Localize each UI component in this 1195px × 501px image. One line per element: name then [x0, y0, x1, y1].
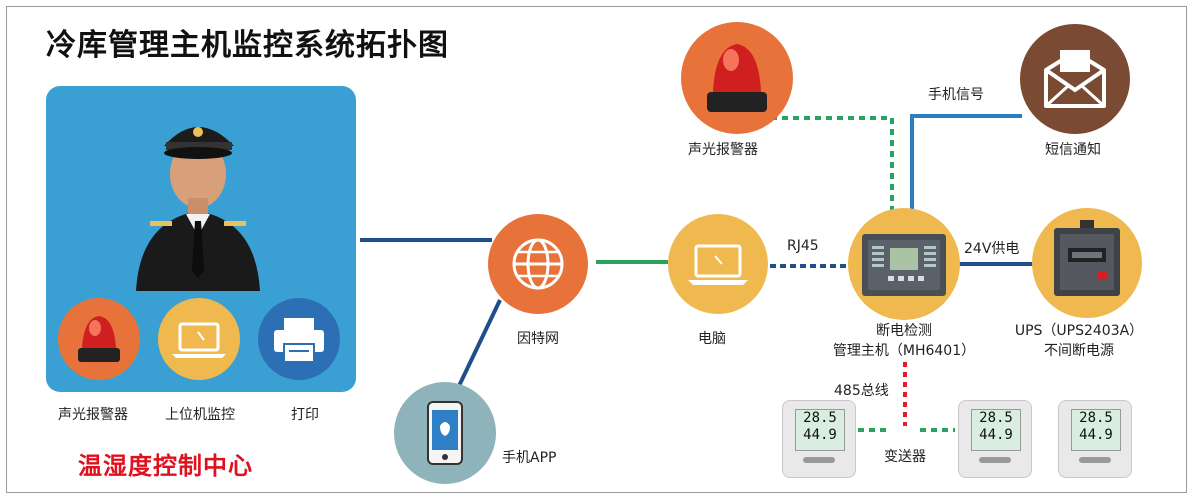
- smartphone-icon: [427, 401, 463, 465]
- panel-label-alarm: 声光报警器: [58, 407, 128, 423]
- ups-device-icon: [1054, 220, 1120, 296]
- sms-label: 短信通知: [1045, 142, 1101, 158]
- sensor-3: 28.5 44.9: [1058, 400, 1132, 478]
- sensor-2: 28.5 44.9: [958, 400, 1032, 478]
- panel-monitor-circle: [158, 298, 240, 380]
- globe-icon: [512, 238, 564, 290]
- laptop-icon: [688, 244, 748, 285]
- computer-node: [668, 214, 768, 314]
- control-center-caption: 温湿度控制中心: [78, 452, 253, 480]
- control-center-panel: [46, 86, 356, 392]
- sensor-humidity: 44.9: [979, 427, 1013, 443]
- mobile-app-label: 手机APP: [502, 450, 557, 466]
- host-label-line1: 断电检测: [876, 323, 932, 339]
- transmitter-label: 变送器: [884, 449, 926, 465]
- phone-signal-label: 手机信号: [928, 87, 984, 103]
- sensor-temp: 28.5: [803, 410, 837, 426]
- computer-label: 电脑: [698, 331, 726, 347]
- laptop-icon: [172, 322, 226, 358]
- mobile-app-node: [394, 382, 496, 484]
- link-alarm: [760, 116, 894, 212]
- ups-label-line1: UPS（UPS2403A）: [1014, 323, 1144, 339]
- panel-label-print: 打印: [291, 407, 319, 423]
- sensor-humidity: 44.9: [1079, 427, 1113, 443]
- link-internet-app: [456, 299, 502, 389]
- sms-node: [1020, 24, 1130, 134]
- sensor-1: 28.5 44.9: [782, 400, 856, 478]
- ups-label-line2: 不间断电源: [1044, 343, 1114, 359]
- printer-icon: [274, 318, 324, 363]
- controller-device-icon: [862, 234, 946, 296]
- alarm-node: [681, 22, 793, 134]
- panel-printer-circle: [258, 298, 340, 380]
- sensor-temp: 28.5: [979, 410, 1013, 426]
- panel-label-monitor: 上位机监控: [165, 407, 235, 423]
- diagram-title: 冷库管理主机监控系统拓扑图: [46, 28, 449, 63]
- ups-node: [1032, 208, 1142, 318]
- alarm-label: 声光报警器: [688, 142, 758, 158]
- bus485-label: 485总线: [834, 383, 889, 399]
- sensor-humidity: 44.9: [803, 427, 837, 443]
- operator-illustration: [136, 127, 260, 291]
- host-node: [848, 208, 960, 320]
- host-label-line2: 管理主机（MH6401）: [832, 343, 976, 359]
- rj45-label: RJ45: [787, 238, 819, 254]
- power-label: 24V供电: [964, 241, 1020, 257]
- envelope-icon: [1044, 50, 1106, 108]
- diagram-border: [6, 6, 1187, 493]
- link-sms: [910, 114, 1022, 212]
- alarm-light-icon: [78, 316, 120, 362]
- internet-label: 因特网: [517, 331, 559, 347]
- panel-alarm-circle: [58, 298, 140, 380]
- internet-node: [488, 214, 588, 314]
- alarm-light-icon: [707, 44, 767, 112]
- sensor-temp: 28.5: [1079, 410, 1113, 426]
